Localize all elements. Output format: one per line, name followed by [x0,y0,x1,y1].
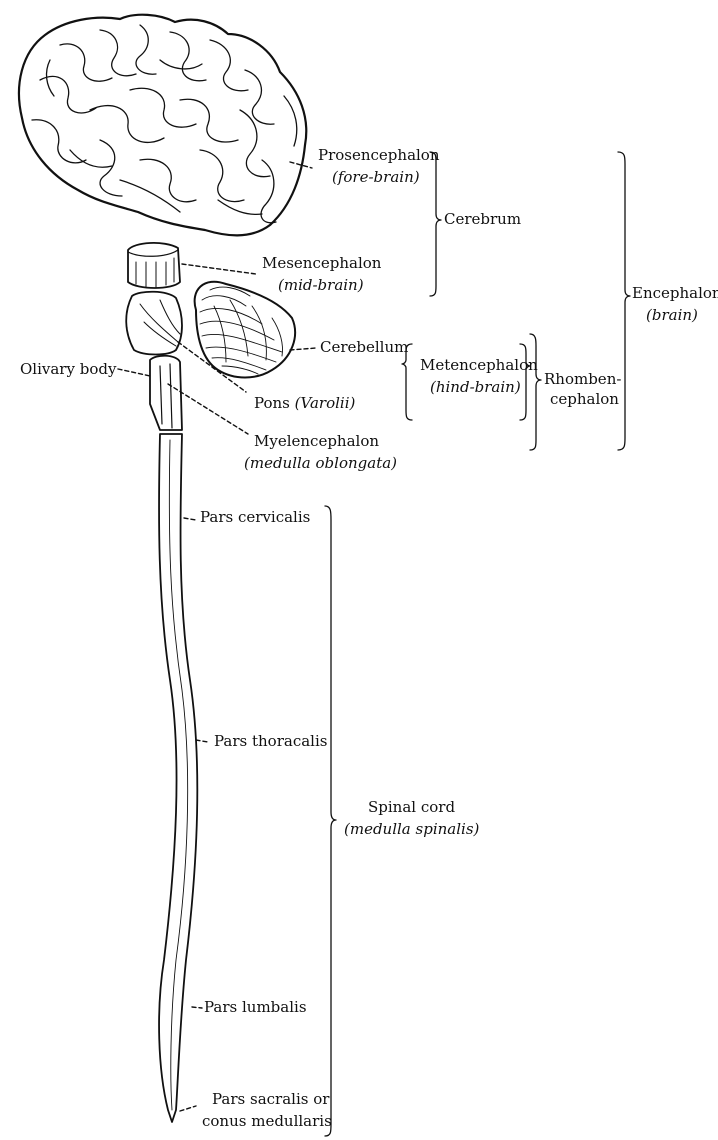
label-pons-sub: (Varolii) [295,394,356,412]
label-pars-sacralis-2: conus medullaris [202,1112,332,1131]
label-myelencephalon-sub: (medulla oblongata) [244,454,397,473]
cerebrum-drawing [19,15,306,236]
label-myelencephalon: Myelencephalon [254,432,379,451]
leader-thoracalis [196,740,208,742]
label-spinal-cord-sub: (medulla spinalis) [344,820,479,839]
leader-olivary [118,369,150,376]
cerebrum-outline [19,15,306,236]
midbrain-drawing [128,243,180,288]
label-cerebrum: Cerebrum [444,210,521,229]
label-pars-sacralis-1: Pars sacralis or [212,1090,329,1109]
label-rhombencephalon-2: cephalon [550,390,619,409]
bracket-rhombencephalon [530,334,541,450]
label-prosencephalon: Prosencephalon [318,146,440,165]
label-pars-cervicalis: Pars cervicalis [200,508,310,527]
leader-cerebellum [290,348,316,350]
label-mesencephalon-sub: (mid-brain) [278,276,364,295]
label-spinal-cord: Spinal cord [368,798,455,817]
leader-mesencephalon [182,264,256,274]
leader-sacralis [180,1106,196,1111]
label-pons: Pons (Varolii) [254,394,355,413]
bracket-encephalon [618,152,630,450]
leader-myelencephalon [168,384,248,434]
pons-drawing [126,292,182,355]
spinal-cord-drawing [159,434,197,1122]
cerebellum-drawing [195,282,295,378]
cerebellum-outline [195,282,295,378]
label-prosencephalon-sub: (fore-brain) [332,168,420,187]
label-metencephalon-sub: (hind-brain) [430,378,521,397]
leader-lumbalis [192,1007,202,1008]
label-pons-name: Pons [254,394,290,412]
label-pars-thoracalis: Pars thoracalis [214,732,327,751]
leader-cervicalis [184,518,196,520]
label-encephalon-sub: (brain) [646,306,698,325]
label-encephalon: Encephalon [632,284,718,303]
label-cerebellum: Cerebellum [320,338,408,357]
label-pars-lumbalis: Pars lumbalis [204,998,307,1017]
label-rhombencephalon-1: Rhomben- [544,370,621,389]
bracket-spinal-cord [325,506,336,1136]
label-olivary-body: Olivary body [20,360,116,379]
medulla-drawing [150,356,182,430]
label-metencephalon: Metencephalon [420,356,538,375]
leader-lines [118,162,316,1111]
label-mesencephalon: Mesencephalon [262,254,381,273]
bracket-cerebrum [430,152,441,296]
brackets [325,152,630,1136]
